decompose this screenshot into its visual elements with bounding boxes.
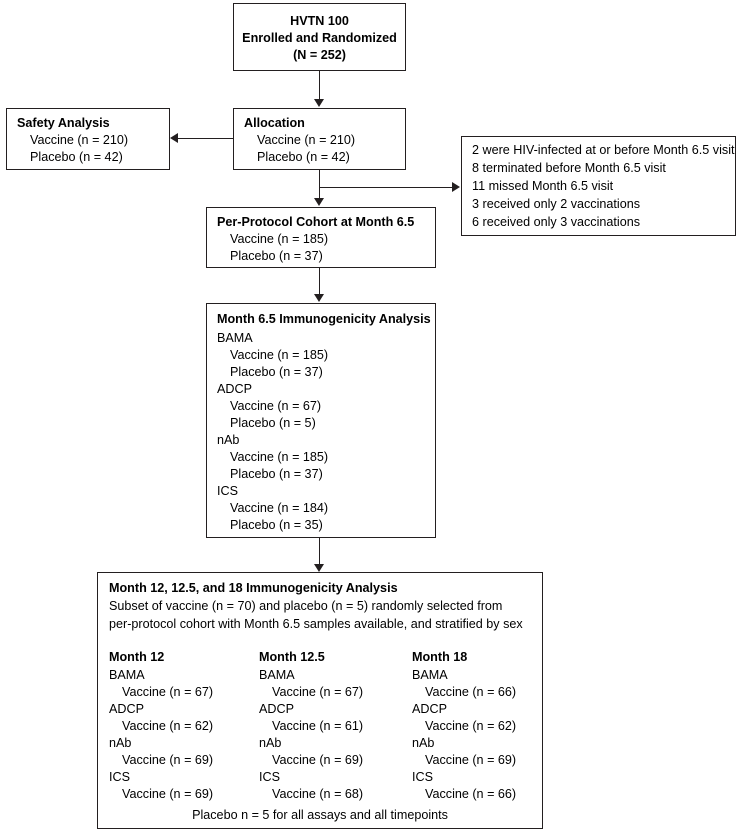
month65-assay-ics-label: ICS	[217, 484, 238, 498]
month65-ics-placebo: Placebo (n = 35)	[230, 518, 323, 532]
later-col2-bama-vaccine: Vaccine (n = 67)	[272, 685, 364, 699]
connector-branch-to-exclusions	[318, 187, 453, 189]
allocation-vaccine-count: Vaccine (n = 210)	[257, 133, 356, 147]
enrolled-count: (N = 252)	[293, 48, 346, 62]
enrolled-randomized-box: HVTN 100 Enrolled and Randomized (N = 25…	[233, 3, 406, 71]
per-protocol-placebo-count: Placebo (n = 37)	[230, 249, 323, 263]
later-col3-adcp-label: ADCP	[412, 702, 447, 716]
later-subtitle-line2: per-protocol cohort with Month 6.5 sampl…	[109, 617, 523, 631]
allocation-placebo-count: Placebo (n = 42)	[257, 150, 350, 164]
later-col2-ics-vaccine: Vaccine (n = 68)	[272, 787, 364, 801]
arrowhead-exclusions	[452, 182, 460, 192]
later-col2-ics-label: ICS	[259, 770, 280, 784]
exclusions-box: 2 were HIV-infected at or before Month 6…	[461, 136, 736, 236]
connector-per-protocol-to-month65	[318, 268, 320, 295]
exclusion-row-4: 3 received only 2 vaccinations	[472, 197, 641, 211]
allocation-box: Allocation Vaccine (n = 210) Placebo (n …	[233, 108, 406, 170]
per-protocol-cohort-box: Per-Protocol Cohort at Month 6.5 Vaccine…	[206, 207, 436, 268]
exclusion-row-1: 2 were HIV-infected at or before Month 6…	[472, 143, 735, 157]
month65-assay-adcp-label: ADCP	[217, 382, 252, 396]
later-col1-adcp-label: ADCP	[109, 702, 144, 716]
later-col3-ics-vaccine: Vaccine (n = 66)	[425, 787, 517, 801]
per-protocol-title: Per-Protocol Cohort at Month 6.5	[217, 215, 415, 229]
connector-enrolled-to-allocation	[318, 71, 320, 100]
connector-month65-to-later	[318, 538, 320, 565]
later-col3-ics-label: ICS	[412, 770, 433, 784]
later-col1-ics-label: ICS	[109, 770, 130, 784]
later-col1-ics-vaccine: Vaccine (n = 69)	[122, 787, 214, 801]
later-col2-bama-label: BAMA	[259, 668, 295, 682]
month65-bama-vaccine: Vaccine (n = 185)	[230, 348, 329, 362]
later-col1-nab-vaccine: Vaccine (n = 69)	[122, 753, 214, 767]
safety-analysis-box: Safety Analysis Vaccine (n = 210) Placeb…	[6, 108, 170, 170]
exclusion-row-2: 8 terminated before Month 6.5 visit	[472, 161, 666, 175]
allocation-title: Allocation	[244, 116, 305, 130]
month65-assay-nab-label: nAb	[217, 433, 240, 447]
later-col1-nab-label: nAb	[109, 736, 132, 750]
month65-nab-placebo: Placebo (n = 37)	[230, 467, 323, 481]
exclusion-row-3: 11 missed Month 6.5 visit	[472, 179, 614, 193]
per-protocol-vaccine-count: Vaccine (n = 185)	[230, 232, 329, 246]
later-col3-header: Month 18	[412, 650, 468, 664]
month65-immunogenicity-box: Month 6.5 Immunogenicity Analysis BAMA V…	[206, 303, 436, 538]
connector-allocation-down	[318, 170, 320, 198]
later-col2-nab-vaccine: Vaccine (n = 69)	[272, 753, 364, 767]
later-col1-adcp-vaccine: Vaccine (n = 62)	[122, 719, 214, 733]
exclusion-row-5: 6 received only 3 vaccinations	[472, 215, 641, 229]
arrowhead-safety	[170, 132, 178, 143]
enrolled-title-line1: HVTN 100	[290, 14, 349, 28]
arrowhead-per-protocol	[313, 198, 324, 206]
later-col2-header: Month 12.5	[259, 650, 325, 664]
month65-assay-bama-label: BAMA	[217, 331, 253, 345]
arrowhead-month65	[313, 294, 324, 302]
later-col2-adcp-label: ADCP	[259, 702, 294, 716]
later-col3-nab-label: nAb	[412, 736, 435, 750]
later-col3-adcp-vaccine: Vaccine (n = 62)	[425, 719, 517, 733]
safety-analysis-title: Safety Analysis	[17, 116, 110, 130]
month65-adcp-placebo: Placebo (n = 5)	[230, 416, 316, 430]
later-col1-bama-label: BAMA	[109, 668, 145, 682]
later-col2-nab-label: nAb	[259, 736, 282, 750]
later-col3-bama-label: BAMA	[412, 668, 448, 682]
later-immunogenicity-box: Month 12, 12.5, and 18 Immunogenicity An…	[97, 572, 543, 829]
safety-placebo-count: Placebo (n = 42)	[30, 150, 123, 164]
connector-allocation-to-safety	[178, 138, 233, 140]
month65-bama-placebo: Placebo (n = 37)	[230, 365, 323, 379]
later-col1-bama-vaccine: Vaccine (n = 67)	[122, 685, 214, 699]
later-title: Month 12, 12.5, and 18 Immunogenicity An…	[109, 581, 398, 595]
later-col3-bama-vaccine: Vaccine (n = 66)	[425, 685, 517, 699]
month65-title: Month 6.5 Immunogenicity Analysis	[217, 312, 431, 326]
arrowhead-later	[313, 564, 324, 572]
later-subtitle-line1: Subset of vaccine (n = 70) and placebo (…	[109, 599, 503, 613]
month65-adcp-vaccine: Vaccine (n = 67)	[230, 399, 322, 413]
later-col1-header: Month 12	[109, 650, 165, 664]
later-col2-adcp-vaccine: Vaccine (n = 61)	[272, 719, 364, 733]
safety-vaccine-count: Vaccine (n = 210)	[30, 133, 129, 147]
month65-ics-vaccine: Vaccine (n = 184)	[230, 501, 329, 515]
later-footer-note: Placebo n = 5 for all assays and all tim…	[192, 808, 448, 822]
later-col3-nab-vaccine: Vaccine (n = 69)	[425, 753, 517, 767]
arrowhead-allocation	[313, 99, 324, 107]
month65-nab-vaccine: Vaccine (n = 185)	[230, 450, 329, 464]
enrolled-title-line2: Enrolled and Randomized	[242, 31, 397, 45]
